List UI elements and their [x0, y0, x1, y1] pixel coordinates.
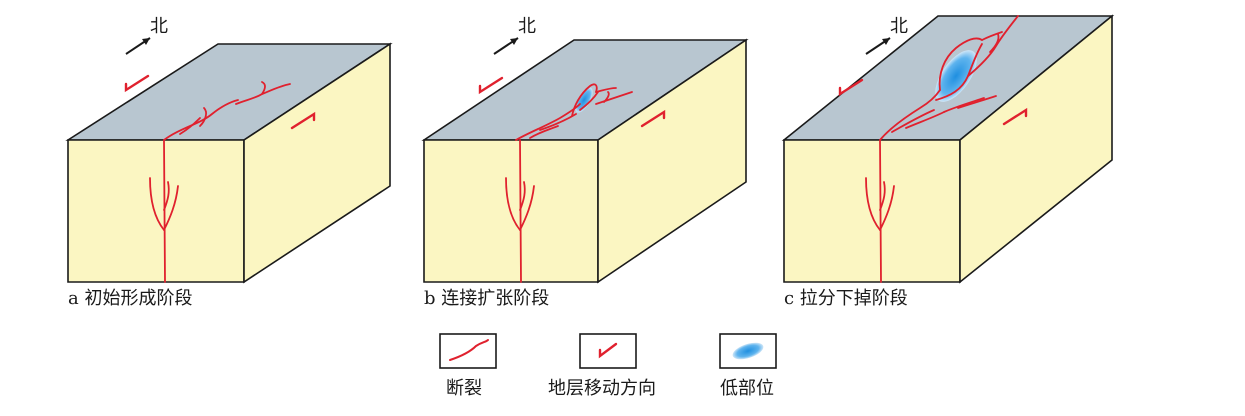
legend-movement-label: 地层移动方向: [548, 378, 656, 399]
north-label: 北: [890, 16, 908, 37]
fault-lines-front: [149, 139, 179, 283]
low-area-icon: [935, 50, 977, 102]
block-b-caption: b 连接扩张阶段: [424, 288, 549, 309]
block-a-right-face: [243, 42, 391, 284]
movement-arrow-icon: [478, 76, 666, 128]
north-arrow-icon: [493, 37, 519, 55]
legend-item-movement: 地层移动方向: [548, 333, 656, 399]
block-c: 北 c 拉分下掉阶段: [781, 14, 1115, 309]
legend: 断裂 地层移动方向 低部位: [439, 333, 777, 399]
legend-item-fault: 断裂: [439, 333, 497, 399]
block-a-front-face: [67, 139, 245, 283]
fault-lines-top: [515, 83, 633, 141]
block-c-front-face: [783, 139, 961, 283]
movement-arrow-icon: [598, 342, 618, 359]
fault-lines-front: [505, 139, 535, 283]
movement-arrow-icon: [838, 78, 1028, 126]
legend-fault-label: 断裂: [446, 378, 482, 399]
legend-low-area-label: 低部位: [720, 378, 774, 399]
block-b: 北 b 连接扩张阶段: [421, 16, 749, 309]
legend-low-area-box: [719, 333, 777, 369]
fault-lines-front: [865, 139, 895, 283]
legend-movement-box: [579, 333, 637, 369]
block-c-right-face: [959, 14, 1113, 284]
fault-line-icon: [449, 339, 489, 361]
legend-item-low-area: 低部位: [719, 333, 777, 399]
fault-lines-top: [163, 81, 291, 141]
low-area-icon: [732, 342, 764, 360]
block-a: 北 a 初始形成阶段: [65, 16, 393, 309]
fault-lines-top: [879, 15, 1019, 141]
north-label: 北: [150, 16, 168, 37]
low-area-icon: [575, 87, 593, 113]
block-c-caption: c 拉分下掉阶段: [784, 288, 908, 309]
north-arrow-icon: [865, 37, 891, 55]
block-b-right-face: [597, 38, 747, 284]
movement-arrow-icon: [124, 74, 316, 130]
block-a-caption: a 初始形成阶段: [68, 288, 192, 309]
north-label: 北: [518, 16, 536, 37]
north-arrow-icon: [125, 37, 151, 55]
